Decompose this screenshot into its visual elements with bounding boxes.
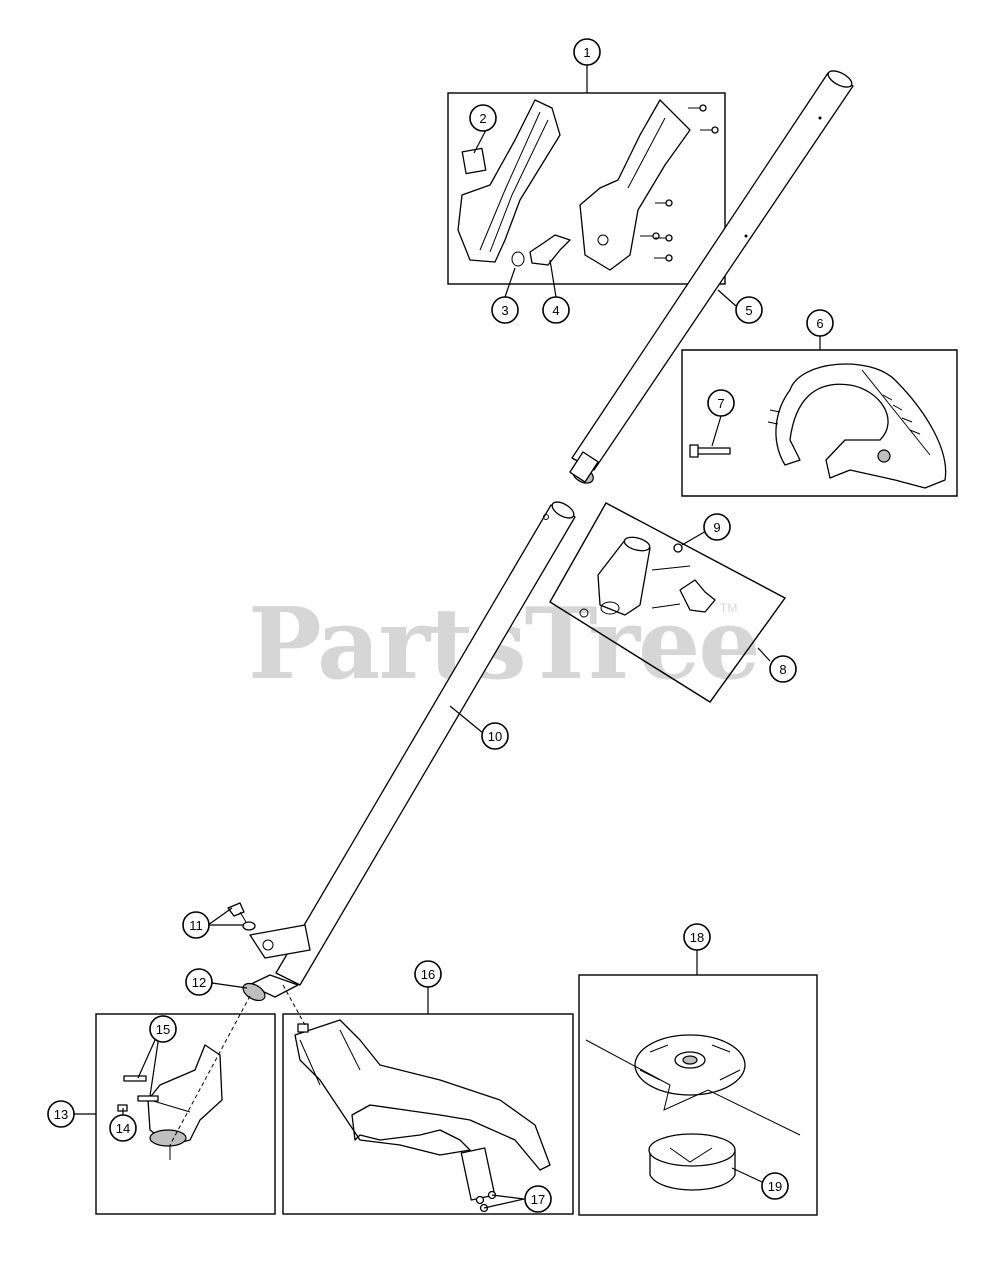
svg-text:10: 10 bbox=[488, 729, 502, 744]
svg-text:13: 13 bbox=[54, 1107, 68, 1122]
svg-text:8: 8 bbox=[779, 662, 786, 677]
callout-9: 9 bbox=[703, 513, 731, 541]
lower-shaft bbox=[242, 501, 576, 1002]
callout-19: 19 bbox=[761, 1172, 789, 1200]
upper-shaft bbox=[569, 70, 854, 484]
callout-18: 18 bbox=[683, 923, 711, 951]
callout-1: 1 bbox=[573, 38, 601, 66]
callout-4: 4 bbox=[542, 296, 570, 324]
svg-text:9: 9 bbox=[713, 520, 720, 535]
svg-text:11: 11 bbox=[189, 918, 203, 933]
callout-10: 10 bbox=[481, 722, 509, 750]
svg-text:2: 2 bbox=[479, 111, 486, 126]
callout-6: 6 bbox=[806, 309, 834, 337]
assist-handle bbox=[767, 363, 947, 489]
callout-17: 17 bbox=[524, 1185, 552, 1213]
handle-right-half bbox=[579, 99, 691, 271]
svg-text:19: 19 bbox=[768, 1179, 782, 1194]
callout-11: 11 bbox=[182, 911, 210, 939]
part-7-bolt bbox=[689, 444, 731, 458]
part-11-clamp-hardware bbox=[227, 902, 256, 931]
handle-left-half bbox=[457, 99, 561, 263]
svg-text:3: 3 bbox=[501, 303, 508, 318]
svg-text:17: 17 bbox=[531, 1192, 545, 1207]
svg-text:7: 7 bbox=[717, 396, 724, 411]
gear-head bbox=[117, 1044, 223, 1160]
trimmer-head bbox=[585, 1034, 801, 1191]
callout-15: 15 bbox=[149, 1015, 177, 1043]
svg-text:16: 16 bbox=[421, 967, 435, 982]
coupler bbox=[579, 536, 716, 618]
part-3-spring bbox=[511, 251, 525, 267]
leader-lines bbox=[74, 65, 821, 1209]
handle-screws bbox=[640, 104, 719, 262]
watermark-tm: TM bbox=[720, 601, 737, 615]
callout-7: 7 bbox=[707, 389, 735, 417]
svg-text:6: 6 bbox=[816, 316, 823, 331]
part-4-trigger bbox=[529, 234, 571, 266]
box-coupler bbox=[549, 502, 787, 703]
callout-14: 14 bbox=[109, 1114, 137, 1142]
callout-16: 16 bbox=[414, 960, 442, 988]
svg-text:12: 12 bbox=[192, 975, 206, 990]
callout-3: 3 bbox=[491, 296, 519, 324]
callout-12: 12 bbox=[185, 968, 213, 996]
svg-text:5: 5 bbox=[745, 303, 752, 318]
callout-2: 2 bbox=[469, 104, 497, 132]
part-2-switch bbox=[461, 147, 487, 175]
svg-text:4: 4 bbox=[552, 303, 559, 318]
box-assist-handle bbox=[681, 349, 958, 497]
callout-8: 8 bbox=[769, 655, 797, 683]
callout-13: 13 bbox=[47, 1100, 75, 1128]
svg-text:18: 18 bbox=[690, 930, 704, 945]
callout-5: 5 bbox=[735, 296, 763, 324]
svg-text:14: 14 bbox=[116, 1121, 130, 1136]
guard bbox=[294, 1019, 551, 1213]
svg-text:15: 15 bbox=[156, 1022, 170, 1037]
svg-text:1: 1 bbox=[583, 45, 590, 60]
box-trimmer-head bbox=[578, 974, 818, 1216]
